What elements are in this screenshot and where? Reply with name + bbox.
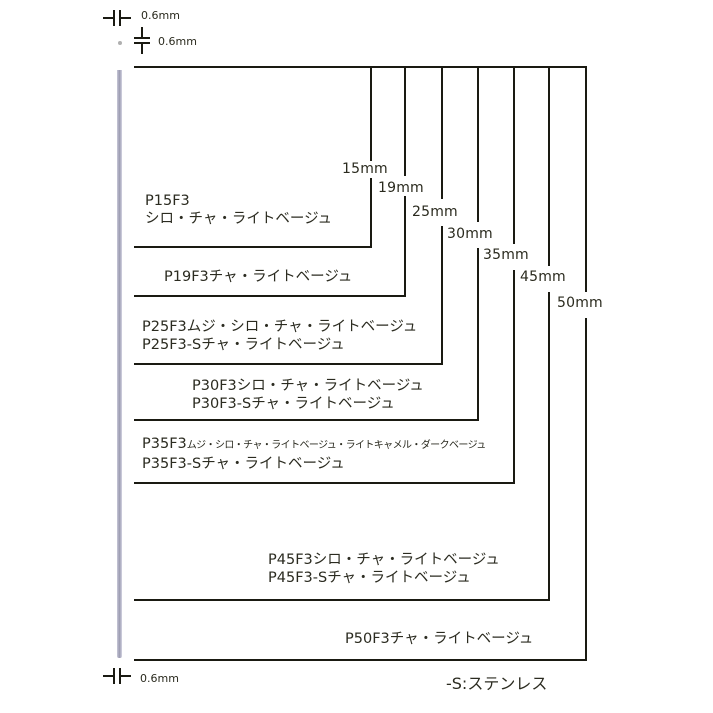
length-label-19: 19mm <box>377 180 425 196</box>
dot-marker <box>118 41 122 45</box>
length-line-15 <box>370 66 372 162</box>
thickness-height-symbol <box>134 27 154 55</box>
length-line-35 <box>513 66 515 244</box>
length-label-30: 30mm <box>446 226 494 242</box>
product-line-30a: P30F3シロ・チャ・ライトベージュ <box>192 378 424 394</box>
length-line-25 <box>441 66 443 199</box>
length-label-15: 15mm <box>341 161 389 177</box>
product-line-35b: P35F3-Sチャ・ライトベージュ <box>142 456 345 472</box>
length-line-35b <box>513 270 515 484</box>
product-line-19: P19F3チャ・ライトベージュ <box>164 269 353 285</box>
length-label-50: 50mm <box>556 295 604 311</box>
length-label-35: 35mm <box>482 247 530 263</box>
product-line-45a: P45F3シロ・チャ・ライトベージュ <box>268 552 500 568</box>
length-line-19b <box>404 196 406 297</box>
length-line-45b <box>548 292 550 601</box>
length-line-30 <box>477 66 479 222</box>
bottom-line-30 <box>134 419 479 421</box>
product-label-50: P50F3チャ・ライトベージュ <box>345 630 533 648</box>
product-label-15: P15F3 シロ・チャ・ライトベージュ <box>145 192 332 228</box>
product-code-15: P15F3 <box>145 193 190 209</box>
length-line-25b <box>441 226 443 365</box>
thickness-width-symbol-top <box>103 8 133 28</box>
product-colors-35: ムジ・シロ・チャ・ライトベージュ・ライトキャメル・ダークベージュ <box>186 440 487 451</box>
product-label-30: P30F3シロ・チャ・ライトベージュ P30F3-Sチャ・ライトベージュ <box>192 377 424 413</box>
product-line-50: P50F3チャ・ライトベージュ <box>345 631 534 647</box>
length-label-45: 45mm <box>519 269 567 285</box>
thickness-height-label: 0.6mm <box>158 35 197 48</box>
bottom-line-50 <box>134 659 587 661</box>
bottom-line-15 <box>134 246 372 248</box>
thickness-width-bottom-label: 0.6mm <box>140 672 179 685</box>
product-line-45b: P45F3-Sチャ・ライトベージュ <box>268 570 471 586</box>
length-line-50b <box>585 318 587 661</box>
top-reference-line <box>134 66 586 68</box>
legend-stainless: -S:ステンレス <box>446 674 548 693</box>
length-line-15b <box>370 178 372 248</box>
length-line-45 <box>548 66 550 266</box>
product-colors-15: シロ・チャ・ライトベージュ <box>145 211 333 227</box>
product-line-35a: P35F3ムジ・シロ・チャ・ライトベージュ・ライトキャメル・ダークベージュ <box>142 435 486 455</box>
thickness-width-symbol-bottom <box>103 666 133 686</box>
length-line-30b <box>477 248 479 421</box>
length-label-25: 25mm <box>411 204 459 220</box>
bottom-line-45 <box>134 599 550 601</box>
product-line-25b: P25F3-Sチャ・ライトベージュ <box>142 337 345 353</box>
product-code-35: P35F3 <box>142 436 187 452</box>
product-label-19: P19F3チャ・ライトベージュ <box>164 268 352 286</box>
length-line-50 <box>585 66 587 292</box>
pin-shaft <box>117 70 122 658</box>
product-label-35: P35F3ムジ・シロ・チャ・ライトベージュ・ライトキャメル・ダークベージュ P3… <box>142 435 486 473</box>
product-line-30b: P30F3-Sチャ・ライトベージュ <box>192 396 395 412</box>
thickness-width-top-label: 0.6mm <box>141 9 180 22</box>
bottom-line-25 <box>134 363 443 365</box>
bottom-line-35 <box>134 482 515 484</box>
product-label-25: P25F3ムジ・シロ・チャ・ライトベージュ P25F3-Sチャ・ライトベージュ <box>142 318 417 354</box>
product-line-25a: P25F3ムジ・シロ・チャ・ライトベージュ <box>142 319 418 335</box>
length-line-19 <box>404 66 406 176</box>
bottom-line-19 <box>134 295 406 297</box>
product-label-45: P45F3シロ・チャ・ライトベージュ P45F3-Sチャ・ライトベージュ <box>268 551 500 587</box>
